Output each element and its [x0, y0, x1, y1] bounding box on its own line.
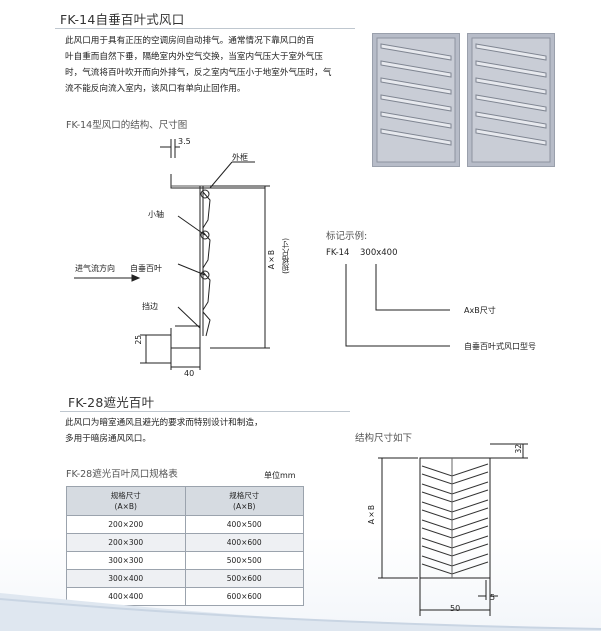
louver-slats-graphic [471, 37, 551, 163]
section2-description: 此风口为暗室通风且避光的要求而特别设计和制造， 多用于暗房通风风口。 [65, 415, 345, 447]
airflow-direction-label: 进气流方向 [75, 264, 115, 273]
description-line: 多用于暗房通风风口。 [65, 434, 151, 444]
section2-rule [60, 411, 350, 412]
table-cell: 500×600 [184, 569, 304, 588]
example-leader-lines [345, 264, 450, 347]
column-header: 规格尺寸(A×B) [184, 486, 304, 516]
section1-description: 此风口用于具有正压的空调房间自动排气。通常情况下靠风口的百 叶自重而自然下垂，隔… [65, 33, 365, 97]
section2-title: FK-28遮光百叶 [68, 395, 155, 410]
self-hanging-louver-label: 自垂百叶 [130, 264, 162, 273]
structure-title: 结构尺寸如下 [355, 433, 413, 444]
dim-40-label: 40 [184, 369, 195, 378]
louver-photo-2 [467, 33, 555, 167]
table-cell: 400×600 [184, 533, 304, 552]
example-title: 标记示例: [326, 231, 368, 242]
description-line: 流不能反向流入室内，该风口有单向止回作用。 [65, 84, 246, 94]
dim-50-label: 50 [450, 604, 461, 613]
decorative-swoosh [0, 593, 601, 631]
dim-25-label: 25 [134, 335, 143, 345]
example-model-label: 自垂百叶式风口型号 [464, 342, 536, 351]
louver-slats-graphic [376, 37, 456, 163]
table-title: FK-28遮光百叶风口规格表 [66, 469, 178, 480]
dim-3-5-label: 3.5 [178, 137, 191, 146]
fk14-section-drawing [74, 139, 270, 370]
column-header: 规格尺寸(A×B) [66, 486, 186, 516]
description-line: 时，气流将百叶吹开而向外排气，反之室内气压小于地室外气压时，气 [65, 68, 332, 78]
table-cell: 400×500 [184, 515, 304, 534]
table-unit: 单位mm [264, 471, 296, 480]
description-line: 叶自重而自然下垂，隔绝室内外空气交换，当室内气压大于室外气压 [65, 52, 323, 62]
example-size: 300x400 [360, 248, 398, 258]
description-line: 此风口为暗室通风且避光的要求而特别设计和制造， [65, 418, 263, 428]
table-header-row: 规格尺寸(A×B) 规格尺寸(A×B) [66, 486, 304, 516]
description-line: 此风口用于具有正压的空调房间自动排气。通常情况下靠风口的百 [65, 36, 315, 46]
section1-title: FK-14自垂百叶式风口 [60, 12, 185, 27]
small-axis-label: 小轴 [148, 210, 164, 219]
outer-frame-label: 外框 [232, 153, 248, 162]
table-cell: 600×600 [184, 587, 304, 606]
stop-edge-label: 挡边 [142, 302, 158, 311]
dim-5-label: 5 [490, 593, 496, 602]
axb-dim-label-2: A×B [367, 505, 376, 525]
diagram-title: FK-14型风口的结构、尺寸图 [66, 120, 188, 131]
table-cell: 200×200 [66, 515, 186, 534]
table-cell: 500×500 [184, 551, 304, 570]
section1-rule [55, 28, 355, 29]
dim-32-label: 32 [514, 444, 523, 454]
fk28-section-drawing [378, 443, 528, 616]
table-cell: 300×300 [66, 551, 186, 570]
louver-photo-1 [372, 33, 460, 167]
example-axb-label: AxB尺寸 [464, 306, 496, 315]
axb-dim-label: A×B [267, 250, 276, 270]
axb-spec-note: (规格尺寸) [281, 238, 290, 274]
example-code: FK-14 [326, 248, 350, 258]
table-cell: 400×400 [66, 587, 186, 606]
table-cell: 300×400 [66, 569, 186, 588]
table-cell: 200×300 [66, 533, 186, 552]
